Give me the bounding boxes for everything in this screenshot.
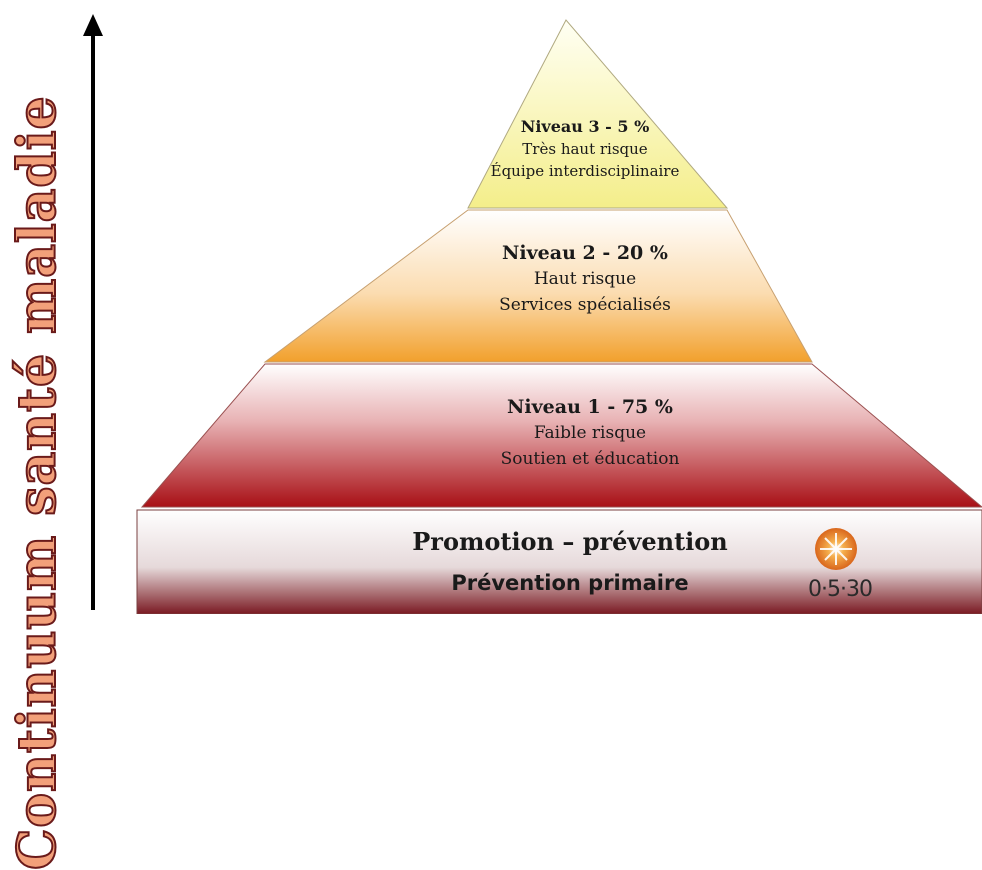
- base-label: Promotion – prévention Prévention primai…: [370, 525, 770, 599]
- pyramid-diagram: Continuum santé maladie Niveau 3 - 5 % T…: [6, 14, 982, 870]
- logo-text: 0·5·30: [808, 577, 873, 602]
- base-subtitle: Prévention primaire: [451, 571, 689, 595]
- axis-arrow: [83, 14, 103, 610]
- tier-1-line-2: Soutien et éducation: [500, 449, 680, 469]
- tier-3-shape: [467, 19, 729, 209]
- pyramid-svg: [83, 14, 982, 614]
- tier-2-title: Niveau 2 - 20 %: [502, 242, 668, 264]
- tier-2-shape: [263, 209, 813, 363]
- tier-1-label: Niveau 1 - 75 % Faible risque Soutien et…: [390, 394, 790, 472]
- tier-3-title: Niveau 3 - 5 %: [520, 117, 650, 136]
- tier-3-label: Niveau 3 - 5 % Très haut risque Équipe i…: [470, 116, 700, 182]
- tier-2-line-2: Services spécialisés: [499, 295, 671, 315]
- tier-2-label: Niveau 2 - 20 % Haut risque Services spé…: [420, 240, 750, 318]
- tier-1-shape: [140, 363, 982, 508]
- tier-3-line-2: Équipe interdisciplinaire: [490, 162, 680, 180]
- tier-3-line-1: Très haut risque: [522, 140, 648, 158]
- tier-1-title: Niveau 1 - 75 %: [507, 396, 673, 418]
- tier-2-line-1: Haut risque: [533, 269, 637, 289]
- base-title: Promotion – prévention: [412, 527, 728, 556]
- axis-label: Continuum santé maladie: [6, 94, 69, 870]
- sun-burst-icon: [815, 528, 857, 570]
- tier-1-line-1: Faible risque: [533, 423, 647, 443]
